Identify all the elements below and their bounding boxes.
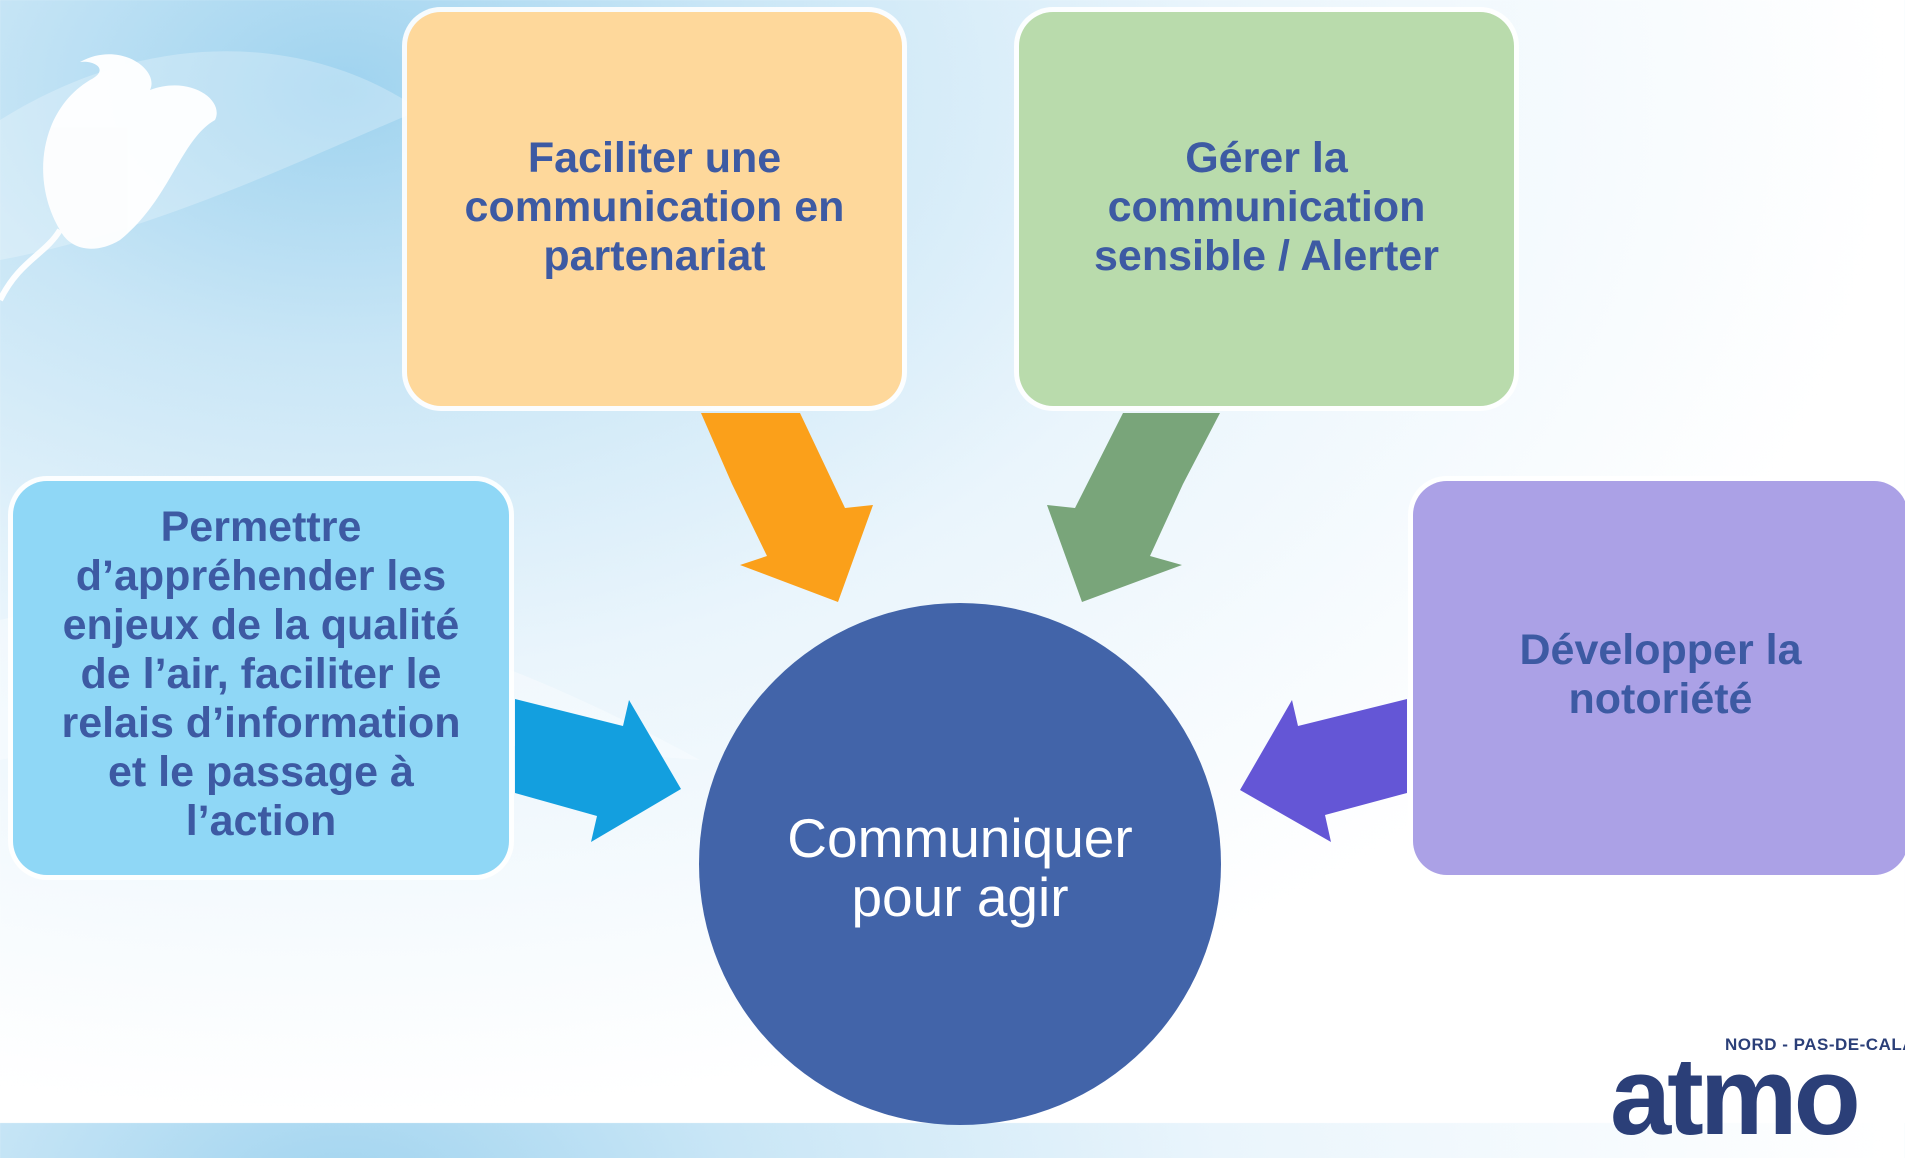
- leaf-icon: [0, 54, 217, 302]
- arrow-left: [515, 699, 681, 842]
- box-label: Gérer la communication sensible / Alerte…: [1094, 134, 1439, 280]
- box-label: Faciliter une communication en partenari…: [464, 134, 845, 280]
- logo-region: NORD - PAS-DE-CALAIS: [1725, 1035, 1905, 1054]
- box-gerer-communication: Gérer la communication sensible / Alerte…: [1019, 12, 1514, 406]
- arrow-top-right: [1047, 413, 1220, 602]
- arrow-right: [1240, 699, 1407, 842]
- center-label: Communiquer pour agir: [787, 807, 1133, 928]
- center-circle: Communiquer pour agir: [699, 603, 1221, 1125]
- box-permettre-apprehender: Permettre d’appréhender les enjeux de la…: [13, 481, 509, 875]
- box-developper-notoriete: Développer la notoriété: [1413, 481, 1905, 875]
- box-label: Développer la notoriété: [1519, 626, 1802, 723]
- arrows-layer: [515, 413, 1407, 842]
- box-label: Permettre d’appréhender les enjeux de la…: [61, 503, 461, 845]
- box-faciliter-communication: Faciliter une communication en partenari…: [407, 12, 902, 406]
- logo-wordmark: atmo: [1610, 1035, 1861, 1158]
- arrow-top-left: [701, 413, 873, 602]
